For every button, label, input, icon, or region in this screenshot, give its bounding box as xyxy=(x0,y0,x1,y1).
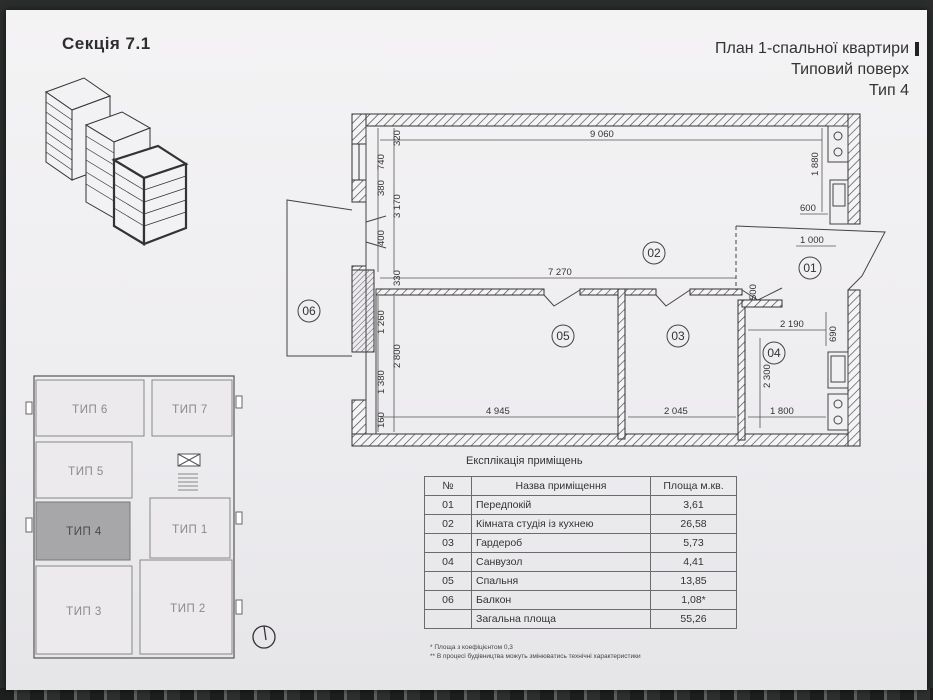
table-row: 03 Гардероб 5,73 xyxy=(424,533,737,553)
interior-lines xyxy=(365,126,886,434)
dim-top-width: 9 060 xyxy=(590,129,614,140)
room-area: 5,73 xyxy=(650,533,737,553)
dim-left-740: 740 xyxy=(376,154,387,170)
dimension-lines xyxy=(377,128,836,432)
selector-cell-type4: ТИП 4 xyxy=(66,526,102,538)
room-name: Санвузол xyxy=(471,552,651,572)
dim-wc-bottom: 1 800 xyxy=(770,406,794,417)
plan-title-line2: Типовий поверх xyxy=(791,61,909,78)
room-name: Гардероб xyxy=(471,533,651,553)
dim-bedroom-width: 4 945 xyxy=(486,406,510,417)
header-name: Назва приміщення xyxy=(471,476,651,496)
header-area: Площа м.кв. xyxy=(650,476,737,496)
footnote-1: * Площа з коефіцієнтом 0,3 xyxy=(430,644,513,651)
room-label-03: 03 xyxy=(671,329,685,343)
selector-cell-type3: ТИП 3 xyxy=(66,606,102,618)
dim-studio-mid: 7 270 xyxy=(548,267,572,278)
room-table: № Назва приміщення Площа м.кв. 01 Передп… xyxy=(424,476,737,629)
room-number: 04 xyxy=(424,552,472,572)
selector-cell-type2: ТИП 2 xyxy=(170,603,206,615)
table-row: 06 Балкон 1,08* xyxy=(424,590,737,610)
room-number: 01 xyxy=(424,495,472,515)
building-3d-icon xyxy=(44,77,189,246)
kitchen-appliances xyxy=(827,125,849,431)
room-area: 3,61 xyxy=(650,495,737,515)
room-label-02: 02 xyxy=(647,246,661,260)
selector-cell-type6: ТИП 6 xyxy=(72,404,108,416)
dim-left-3170: 3 170 xyxy=(392,194,403,218)
dim-left-320: 320 xyxy=(392,130,403,146)
selector-cell-type7: ТИП 7 xyxy=(172,404,208,416)
table-row: 02 Кімната студія із кухнею 26,58 xyxy=(424,514,737,534)
total-empty-cell xyxy=(424,609,472,629)
table-row: 04 Санвузол 4,41 xyxy=(424,552,737,572)
room-name: Балкон xyxy=(471,590,651,610)
room-number: 03 xyxy=(424,533,472,553)
legend-title: Експлікація приміщень xyxy=(466,455,583,467)
dim-left-400: 400 xyxy=(376,230,387,246)
room-number: 05 xyxy=(424,571,472,591)
room-name: Передпокій xyxy=(471,495,651,515)
background-edge xyxy=(0,688,933,700)
plan-title-line1: План 1-спальної квартири xyxy=(715,40,909,57)
dim-wc-width: 2 190 xyxy=(780,319,804,330)
room-area: 4,41 xyxy=(650,552,737,572)
dim-wc-side: 690 xyxy=(828,326,839,342)
dim-hall-door: 500 xyxy=(748,284,759,300)
room-number: 06 xyxy=(424,590,472,610)
dim-left-330: 330 xyxy=(392,270,403,286)
dim-left-160: 160 xyxy=(376,412,387,428)
dim-wc-height: 2 300 xyxy=(762,364,773,388)
header-number: № xyxy=(424,476,472,496)
table-header-row: № Назва приміщення Площа м.кв. xyxy=(424,476,737,496)
dim-left-1260: 1 260 xyxy=(376,310,387,334)
dim-left-380: 380 xyxy=(376,180,387,196)
table-row: 05 Спальня 13,85 xyxy=(424,571,737,591)
room-area: 1,08* xyxy=(650,590,737,610)
footnote-2: ** В процесі будівництва можуть змінюват… xyxy=(430,653,641,660)
selector-cell-type1: ТИП 1 xyxy=(172,524,208,536)
dim-left-1380: 1 380 xyxy=(376,370,387,394)
total-value: 55,26 xyxy=(650,609,737,629)
footnotes: * Площа з коефіцієнтом 0,3 ** В процесі … xyxy=(430,643,641,661)
section-title: Секція 7.1 xyxy=(62,34,151,53)
compass-icon xyxy=(252,625,276,649)
dim-kitchen-depth: 1 880 xyxy=(810,152,821,176)
window-left xyxy=(351,143,375,353)
room-number: 02 xyxy=(424,514,472,534)
plan-title-line3: Тип 4 xyxy=(868,82,909,99)
room-area: 13,85 xyxy=(650,571,737,591)
room-label-05: 05 xyxy=(556,329,570,343)
selector-cell-type5: ТИП 5 xyxy=(68,466,104,478)
table-total-row: Загальна площа 55,26 xyxy=(424,609,737,629)
room-label-04: 04 xyxy=(767,346,781,360)
title-mark xyxy=(915,42,919,56)
room-area: 26,58 xyxy=(650,514,737,534)
room-name: Кімната студія із кухнею xyxy=(471,514,651,534)
room-name: Спальня xyxy=(471,571,651,591)
room-label-06: 06 xyxy=(302,304,316,318)
apartment-selector: ТИП 6 ТИП 7 ТИП 5 ТИП 4 ТИП 1 ТИП 3 ТИП … xyxy=(25,375,243,659)
dim-kitchen-short: 600 xyxy=(800,203,816,214)
room-label-01: 01 xyxy=(803,261,817,275)
total-label: Загальна площа xyxy=(471,609,651,629)
table-row: 01 Передпокій 3,61 xyxy=(424,495,737,515)
exterior-walls xyxy=(351,113,861,447)
dim-left-2800: 2 800 xyxy=(392,344,403,368)
dim-hall-width: 1 000 xyxy=(800,235,824,246)
dimension-texts: 9 060 7 270 4 945 2 045 1 800 2 190 1 00… xyxy=(376,129,839,428)
plan-title: План 1-спальної квартири Типовий поверх … xyxy=(715,38,919,101)
room-labels: 01 02 03 04 05 06 xyxy=(297,241,822,365)
balcony-outline xyxy=(286,199,353,357)
dim-wardrobe-width: 2 045 xyxy=(664,406,688,417)
